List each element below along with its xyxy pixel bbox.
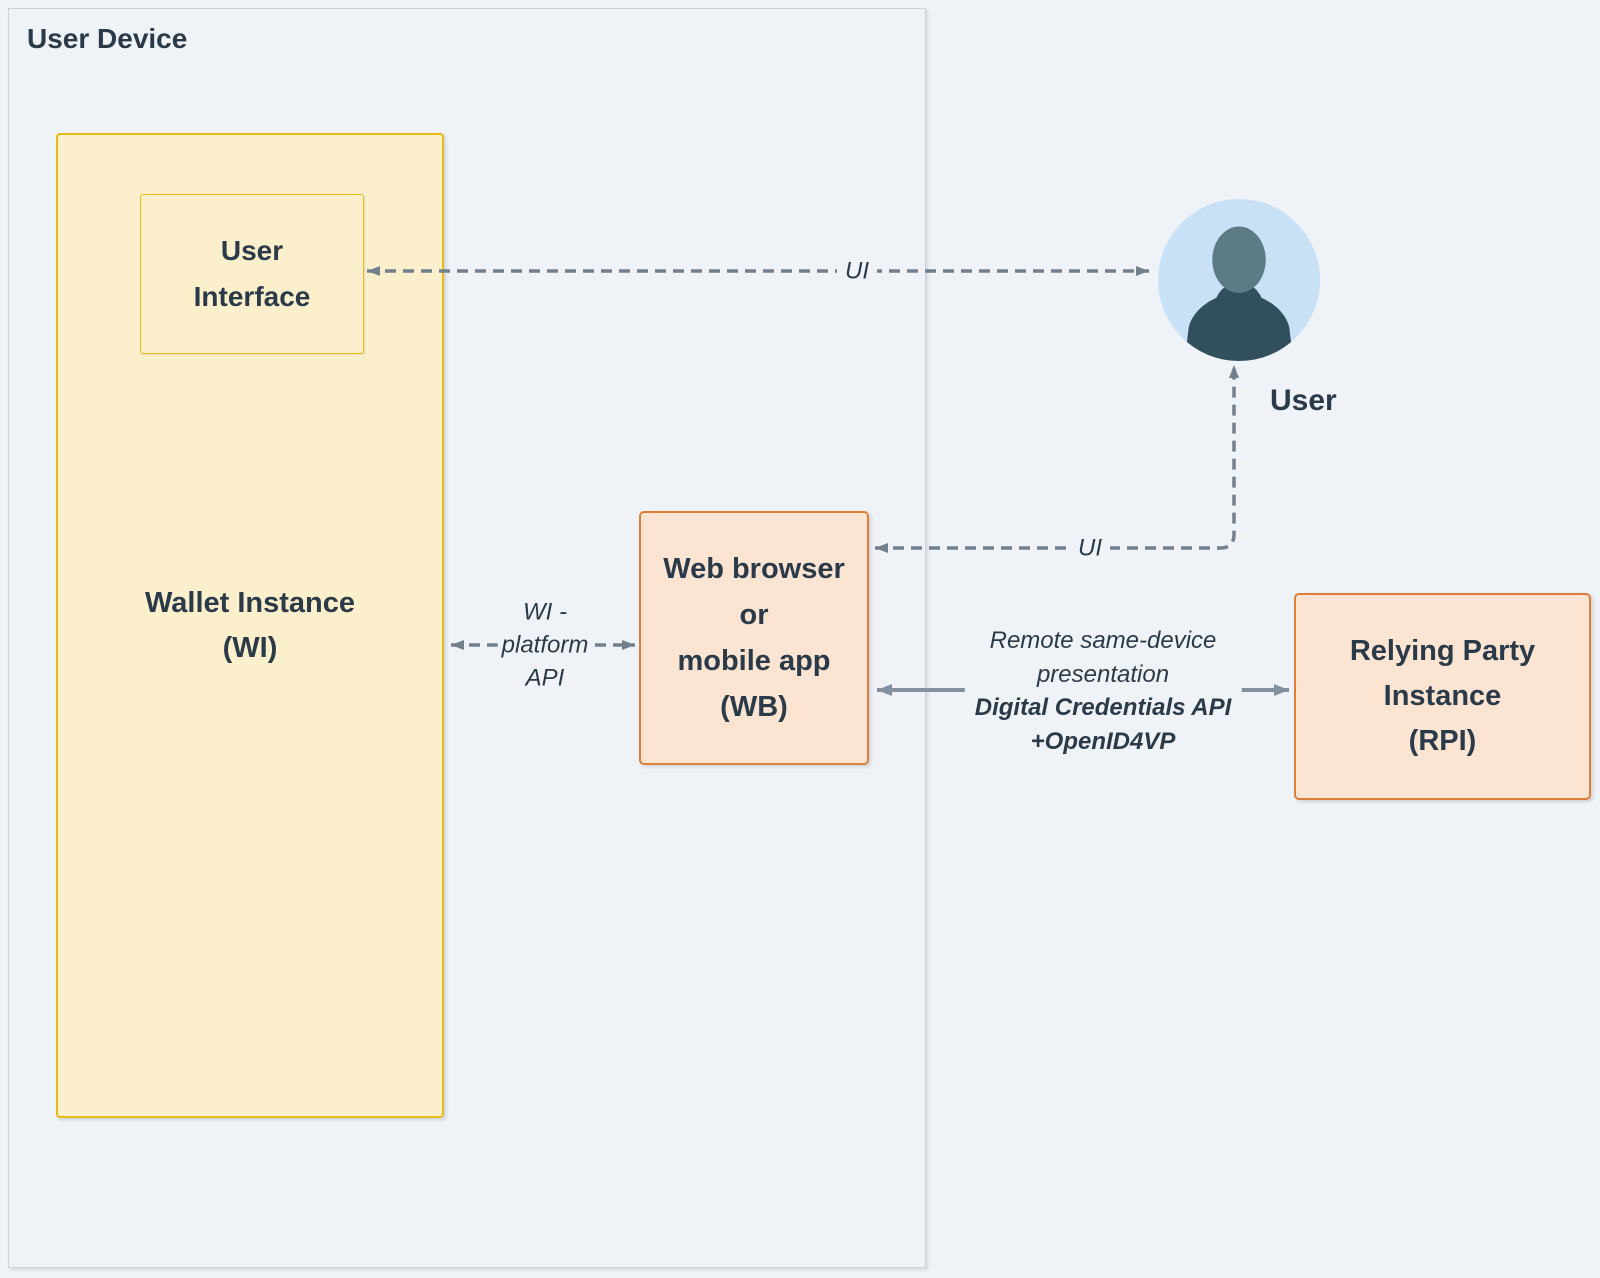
user-interface-label-line1: User xyxy=(220,235,284,266)
remote-line2: presentation xyxy=(1036,660,1170,688)
relying-party-abbr: (RPI) xyxy=(1408,725,1477,757)
relying-party-label-line1: Relying Party xyxy=(1349,635,1536,667)
wi-platform-line3: API xyxy=(525,664,565,692)
web-browser-label-line3: mobile app xyxy=(677,645,831,677)
wi-platform-line2: platform xyxy=(501,631,589,659)
user-avatar-icon xyxy=(1158,199,1320,361)
remote-line3: Digital Credentials API xyxy=(974,694,1232,721)
user-interface-node: User Interface xyxy=(140,194,364,354)
web-browser-abbr: (WB) xyxy=(720,691,788,723)
wallet-instance-label: Wallet Instance xyxy=(144,586,356,619)
web-browser-node: Web browser or mobile app (WB) xyxy=(639,511,869,765)
wallet-instance-node: Wallet Instance (WI) User Interface xyxy=(56,133,444,1118)
user-node-label: User xyxy=(1270,384,1337,417)
edge-ui-to-browser xyxy=(875,365,1239,553)
web-browser-label-line1: Web browser xyxy=(663,553,845,585)
relying-party-label-line2: Instance xyxy=(1383,680,1502,712)
user-interface-label-line2: Interface xyxy=(193,281,311,312)
user-device-title: User Device xyxy=(27,23,188,54)
wi-platform-line1: WI - xyxy=(523,598,567,626)
remote-line4: +OpenID4VP xyxy=(1030,727,1176,755)
edge-label-ui-top: UI xyxy=(837,253,877,289)
remote-line1: Remote same-device xyxy=(989,627,1217,654)
relying-party-node: Relying Party Instance (RPI) xyxy=(1294,593,1591,800)
edge-label-remote-presentation: Remote same-device presentation Digital … xyxy=(964,622,1242,760)
edge-label-wi-platform-api: WI - platform API xyxy=(497,594,593,696)
web-browser-label-line2: or xyxy=(739,599,769,631)
user-device-container: User Device xyxy=(8,8,926,1268)
edge-label-ui-side: UI xyxy=(1070,530,1110,566)
wallet-instance-abbr: (WI) xyxy=(222,631,278,664)
